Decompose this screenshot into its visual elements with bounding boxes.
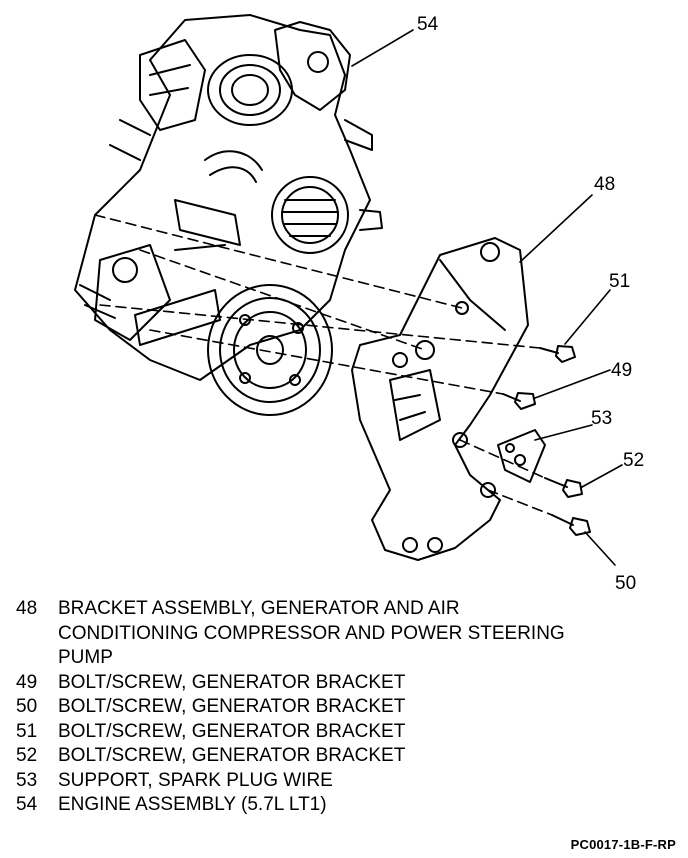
legend-number: 49 [16,671,38,693]
legend-description: BRACKET ASSEMBLY, GENERATOR AND AIR COND… [58,598,565,668]
legend-item-50: 50 BOLT/SCREW, GENERATOR BRACKET [16,695,676,720]
bolt-51 [539,345,576,363]
legend-description: ENGINE ASSEMBLY (5.7L LT1) [58,794,327,815]
bracket-assembly [351,237,529,561]
callout-51: 51 [609,271,630,292]
parts-legend: 48 BRACKET ASSEMBLY, GENERATOR AND AIR C… [16,597,676,818]
legend-description: BOLT/SCREW, GENERATOR BRACKET [58,671,406,693]
legend-number: 51 [16,720,38,742]
legend-item-52: 52 BOLT/SCREW, GENERATOR BRACKET [16,744,676,769]
callout-48: 48 [594,174,615,195]
legend-item-48: 48 BRACKET ASSEMBLY, GENERATOR AND AIR C… [16,597,676,671]
engine-assembly [74,14,383,416]
legend-number: 48 [16,598,38,619]
callout-50: 50 [615,573,636,594]
legend-number: 54 [16,794,38,815]
callout-52: 52 [623,450,644,471]
callout-54: 54 [417,14,439,35]
legend-item-53: 53 SUPPORT, SPARK PLUG WIRE [16,769,676,794]
legend-description: BOLT/SCREW, GENERATOR BRACKET [58,696,406,717]
legend-description: BOLT/SCREW, GENERATOR BRACKET [58,745,406,766]
bolt-49 [502,392,536,410]
legend-number: 52 [16,745,38,766]
callout-49: 49 [611,360,632,381]
spark-plug-wire-support [497,429,546,483]
leader-lines [351,29,623,566]
legend-number: 50 [16,696,38,717]
bolt-52 [544,477,583,498]
alignment-lines [94,214,553,516]
legend-description: BOLT/SCREW, GENERATOR BRACKET [58,720,406,742]
bolt-50 [551,514,591,536]
figure-code: PC0017-1B-F-RP [570,837,676,852]
legend-number: 53 [16,769,38,791]
legend-description: SUPPORT, SPARK PLUG WIRE [58,769,333,791]
legend-item-49: 49 BOLT/SCREW, GENERATOR BRACKET [16,671,676,696]
exploded-view-illustration: 54 48 51 49 53 52 50 [74,14,644,594]
legend-item-51: 51 BOLT/SCREW, GENERATOR BRACKET [16,720,676,745]
callout-53: 53 [591,408,612,429]
legend-item-54: 54 ENGINE ASSEMBLY (5.7L LT1) [16,793,676,818]
